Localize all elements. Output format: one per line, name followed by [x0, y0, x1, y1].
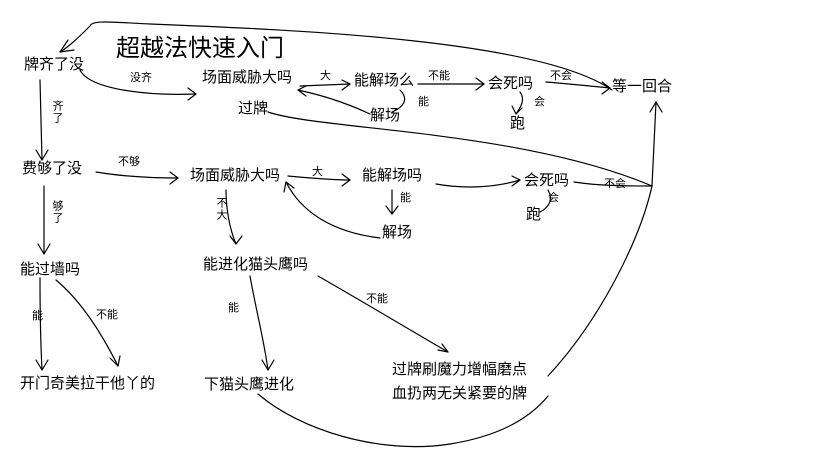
edge-label-can-wall: 能	[32, 309, 43, 322]
edge-cannot-2	[435, 179, 521, 188]
node-run-1: 跑	[510, 114, 526, 132]
edge-not-enough	[95, 171, 179, 179]
edge-label-not-die-2: 不会	[604, 177, 626, 190]
edge-cannot-wall	[55, 279, 119, 367]
edge-can-1	[391, 89, 406, 113]
edge-evolve-to-cycle	[257, 393, 549, 448]
edge-label-not-full: 没齐	[130, 71, 152, 84]
edge-label-can-2: 能	[400, 191, 411, 204]
node-threat-big-2: 场面威胁大吗	[190, 166, 281, 184]
edge-label-cannot-wall: 不能	[96, 308, 118, 321]
edge-label-not-big: 不大	[215, 197, 228, 221]
node-threat-big-1: 场面威胁大吗	[202, 68, 293, 86]
node-can-pass-wall: 能过墙吗	[20, 260, 81, 278]
edge-label-die-1: 会	[534, 95, 545, 108]
node-cycle-line2: 血扔两无关紧要的牌	[392, 384, 528, 402]
edge-label-enough: 够了	[51, 200, 64, 224]
edge-label-not-enough: 不够	[118, 155, 140, 168]
node-drop-evolve: 下猫头鹰进化	[204, 375, 295, 393]
node-can-evolve: 能进化猫头鹰吗	[203, 255, 309, 273]
edge-pass-card	[267, 111, 653, 187]
edge-big-1	[299, 83, 351, 87]
node-cycle-line1: 过牌刷魔力增幅磨点	[392, 360, 528, 378]
edge-can-evolve	[249, 275, 269, 371]
node-will-die-2: 会死吗	[524, 171, 570, 189]
page-title: 超越法快速入门	[116, 34, 284, 62]
edge-label-can-evolve: 能	[228, 301, 239, 314]
node-can-clear-1: 能解场么	[354, 71, 415, 89]
loop-arrow	[59, 39, 75, 53]
edge-die-2	[539, 189, 552, 213]
edge-label-full: 齐了	[51, 100, 64, 124]
node-wait-round: 等一回合	[612, 77, 673, 95]
edge-clear-back-2	[285, 181, 381, 239]
edge-label-can-1: 能	[418, 95, 429, 108]
node-pass-card: 过牌	[238, 99, 269, 117]
edge-label-die-2: 会	[548, 191, 559, 204]
edge-label-big-1: 大	[320, 69, 331, 82]
edge-not-die-1	[545, 81, 611, 89]
node-run-2: 跑	[526, 205, 542, 223]
edge-cycle-to-merge	[547, 185, 653, 377]
node-fee-enough: 费够了没	[22, 159, 83, 177]
edge-not-die-2	[573, 181, 653, 187]
edge-label-big-2: 大	[312, 165, 323, 178]
loop-to-start	[59, 21, 613, 91]
edge-not-full	[79, 69, 197, 95]
edge-can-wall	[39, 277, 43, 371]
node-clear-2: 解场	[382, 223, 413, 241]
node-can-clear-2: 能解场吗	[362, 166, 423, 184]
edge-label-cannot-1: 不能	[428, 69, 450, 82]
edge-label-not-die-1: 不会	[550, 69, 572, 82]
node-deck-full: 牌齐了没	[24, 55, 85, 73]
edge-clear-back-1	[297, 89, 371, 115]
edge-big-2	[287, 175, 351, 181]
merge-up	[651, 101, 657, 187]
node-will-die-1: 会死吗	[488, 74, 534, 92]
node-clear-1: 解场	[370, 106, 401, 124]
edge-label-cannot-evolve: 不能	[366, 292, 388, 305]
edge-cannot-evolve	[317, 275, 449, 353]
edge-not-big	[225, 189, 237, 245]
edge-full	[39, 79, 43, 161]
node-open-door: 开门奇美拉干他丫的	[20, 374, 156, 392]
